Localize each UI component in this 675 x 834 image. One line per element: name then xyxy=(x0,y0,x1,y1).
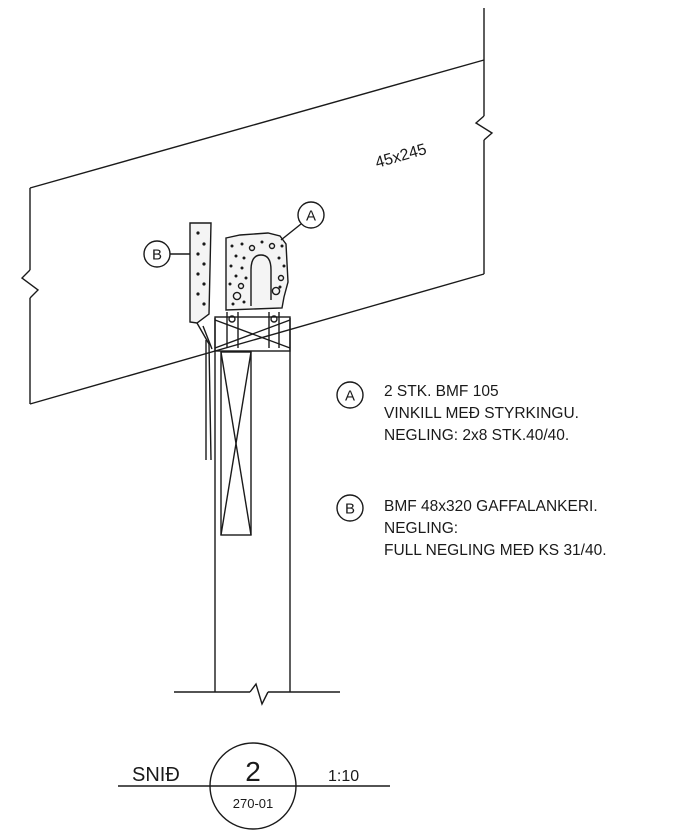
callout-b xyxy=(143,240,190,268)
beam-dimension-label: 45x245 xyxy=(373,141,428,172)
note-a-marker xyxy=(336,381,364,409)
section-sheet-ref: 270-01 xyxy=(233,796,273,811)
note-a-line: VINKILL MEÐ STYRKINGU. xyxy=(384,405,579,422)
note-b-line: BMF 48x320 GAFFALANKERI. xyxy=(384,498,598,515)
rafter-beam xyxy=(20,8,494,405)
note-b-letter: B xyxy=(345,501,355,518)
note-a-letter: A xyxy=(345,388,355,405)
post-top-block xyxy=(214,312,291,352)
note-a-text: 2 STK. BMF 105 VINKILL MEÐ STYRKINGU. NE… xyxy=(384,381,579,447)
angle-bracket-a xyxy=(225,232,289,311)
section-label: SNIÐ xyxy=(132,764,180,786)
note-b-line: FULL NEGLING MEÐ KS 31/40. xyxy=(384,542,607,559)
note-b-line: NEGLING: xyxy=(384,520,459,537)
callout-b-letter: B xyxy=(152,247,162,264)
section-number: 2 xyxy=(245,756,261,787)
fork-anchor-b xyxy=(189,222,213,461)
post xyxy=(174,318,340,706)
note-b-text: BMF 48x320 GAFFALANKERI. NEGLING: FULL N… xyxy=(384,496,607,562)
note-a-line: 2 STK. BMF 105 xyxy=(384,383,499,400)
internal-member xyxy=(220,351,252,536)
section-scale: 1:10 xyxy=(328,768,359,785)
note-b-marker xyxy=(336,494,364,522)
callout-a-letter: A xyxy=(306,208,316,225)
section-title-block xyxy=(118,742,390,830)
note-a-line: NEGLING: 2x8 STK.40/40. xyxy=(384,427,570,444)
callout-a xyxy=(280,201,325,241)
